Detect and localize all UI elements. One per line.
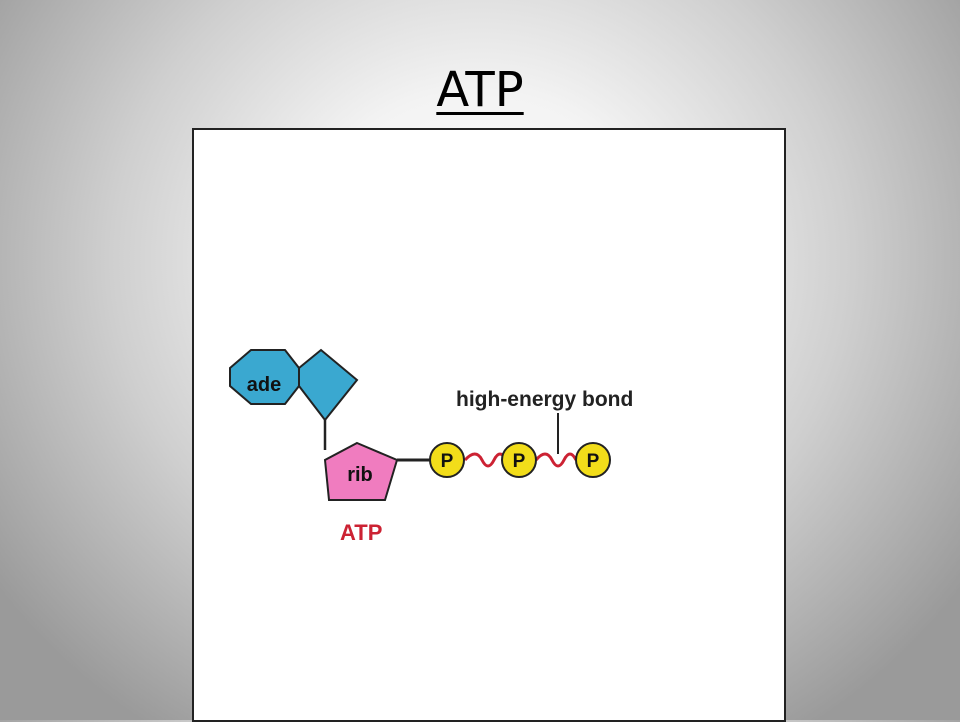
phosphate-label-2: P [513,451,526,472]
molecule-label: ATP [340,520,382,545]
phosphate-group-2: P [501,442,537,478]
atp-diagram-frame: ade rib P P P high-energy bond ATP [192,128,786,722]
bond-annotation: high-energy bond [456,388,633,411]
phosphate-label-3: P [587,451,600,472]
ribose-pentagon [323,441,399,501]
atp-diagram: ade rib P P P high-energy bond ATP [229,348,633,545]
phosphate-label-1: P [441,451,454,472]
phosphate-group-3: P [575,442,611,478]
slide-title: ATP [436,62,524,118]
phosphate-group-1: P [429,442,465,478]
high-energy-bond-1 [463,452,508,468]
high-energy-bond-2 [534,452,578,468]
adenine-label: ade [247,374,281,396]
ribose-label: rib [347,464,373,486]
adenine-pentagon [298,348,359,422]
